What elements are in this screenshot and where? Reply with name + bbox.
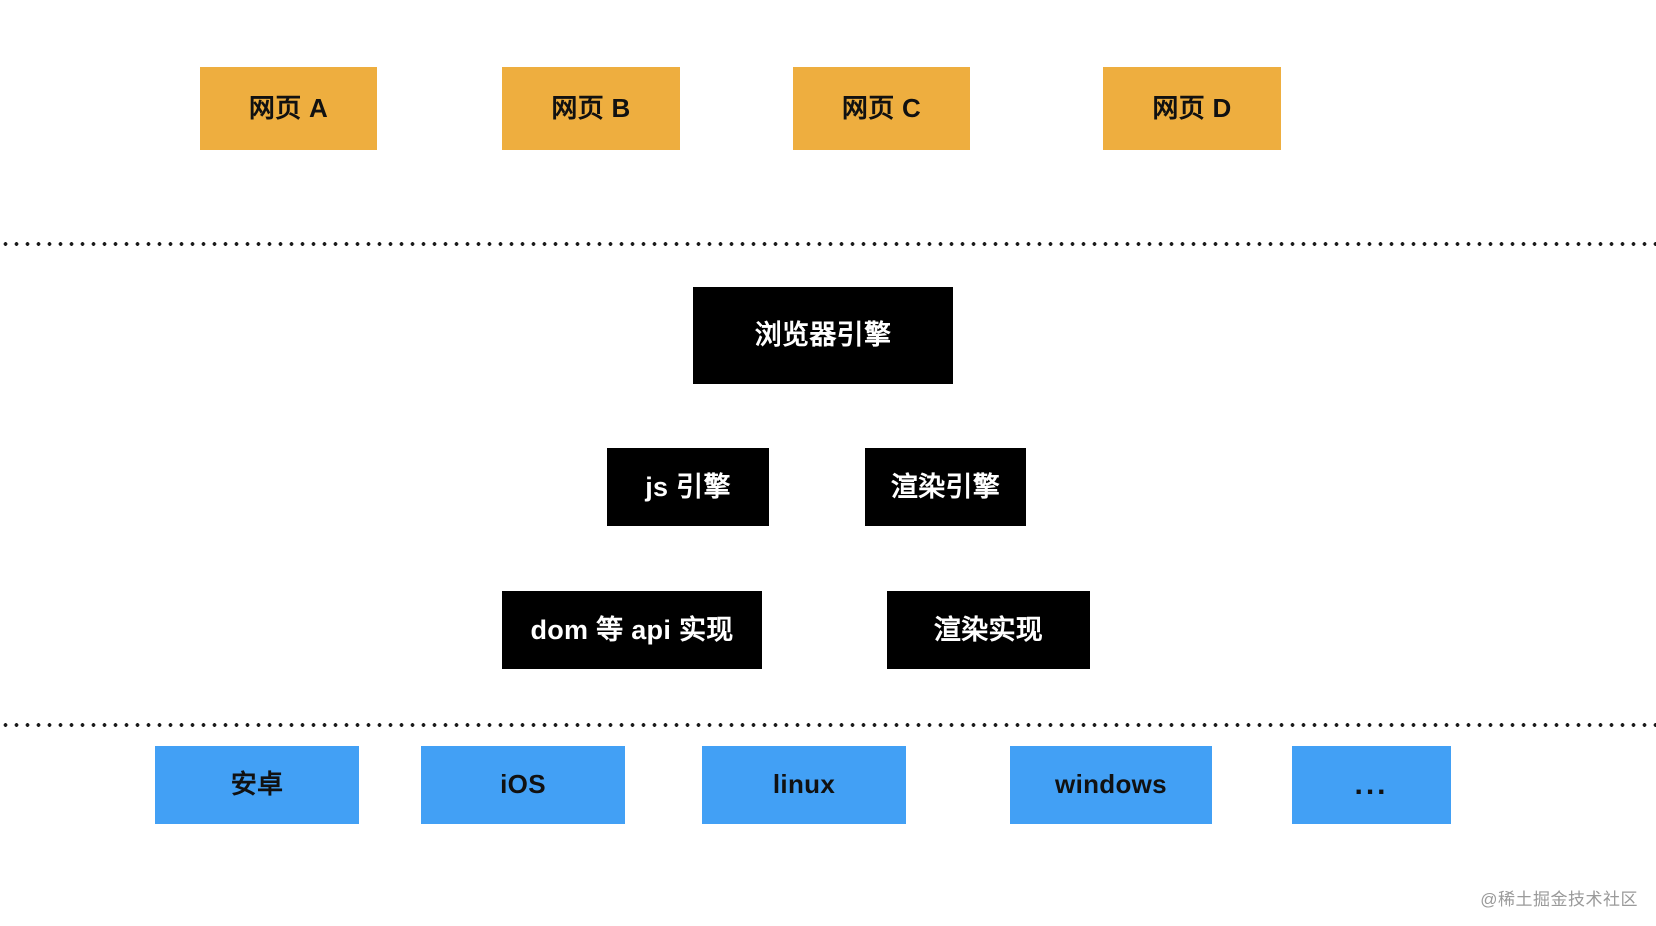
node-label: 渲染实现 <box>933 614 1044 645</box>
node-label: linux <box>772 769 836 800</box>
node-os-more: ... <box>1292 746 1451 824</box>
node-os-linux: linux <box>702 746 906 824</box>
node-dom-api-impl: dom 等 api 实现 <box>502 591 762 669</box>
node-os-windows: windows <box>1010 746 1212 824</box>
node-js-engine: js 引擎 <box>607 448 769 526</box>
node-label: 网页 A <box>248 92 329 123</box>
node-label: 网页 B <box>551 92 631 123</box>
node-render-engine: 渲染引擎 <box>865 448 1026 526</box>
node-label: 网页 C <box>841 92 922 123</box>
node-label: 渲染引擎 <box>890 471 1001 502</box>
node-render-impl: 渲染实现 <box>887 591 1090 669</box>
node-label: ... <box>1354 768 1389 801</box>
node-label: 浏览器引擎 <box>754 320 892 351</box>
node-label: js 引擎 <box>645 471 731 502</box>
divider-bottom <box>0 723 1656 727</box>
node-label: windows <box>1055 769 1167 800</box>
node-page-a: 网页 A <box>200 67 377 150</box>
node-label: dom 等 api 实现 <box>530 614 734 645</box>
node-page-c: 网页 C <box>793 67 970 150</box>
watermark: @稀土掘金技术社区 <box>1480 890 1638 909</box>
node-page-b: 网页 B <box>502 67 680 150</box>
node-label: iOS <box>500 769 546 800</box>
node-browser-engine: 浏览器引擎 <box>693 287 953 384</box>
node-label: 安卓 <box>230 769 284 800</box>
node-os-android: 安卓 <box>155 746 359 824</box>
node-os-ios: iOS <box>421 746 625 824</box>
node-page-d: 网页 D <box>1103 67 1281 150</box>
node-label: 网页 D <box>1152 92 1232 123</box>
divider-top <box>0 242 1656 246</box>
